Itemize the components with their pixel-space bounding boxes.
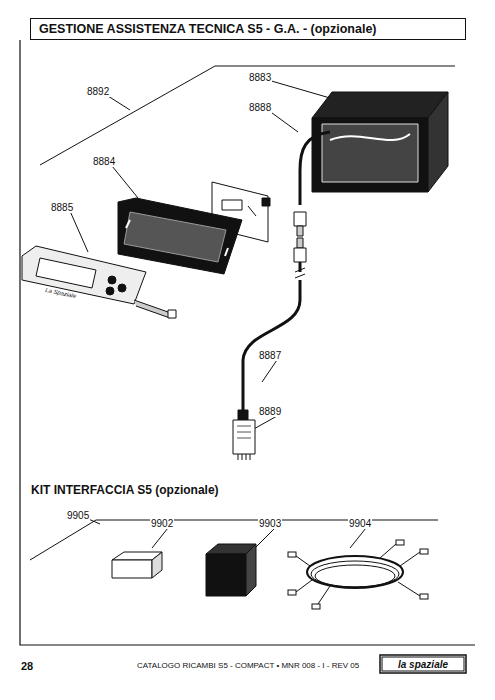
callout-number: 8888 (248, 102, 272, 113)
callout-number: 8889 (258, 406, 282, 417)
page-number: 28 (20, 660, 34, 672)
callout-number: 9903 (258, 518, 282, 529)
footer-text: CATALOGO RICAMBI S5 - COMPACT • MNR 008 … (136, 662, 360, 671)
callout-number: 9904 (348, 518, 372, 529)
callout-number: 8883 (248, 72, 272, 83)
callout-number: 8884 (92, 156, 116, 167)
group-callout: 8892 (86, 86, 110, 97)
callout-number: 8885 (50, 202, 74, 213)
section-heading: KIT INTERFACCIA S5 (opzionale) (30, 484, 220, 497)
footer-logo: la spaziale (397, 659, 449, 670)
callout-number: 8887 (258, 350, 282, 361)
callout-number: 9902 (150, 518, 174, 529)
group-callout: 9905 (66, 510, 90, 521)
page-title: GESTIONE ASSISTENZA TECNICA S5 - G.A. - … (30, 18, 466, 40)
